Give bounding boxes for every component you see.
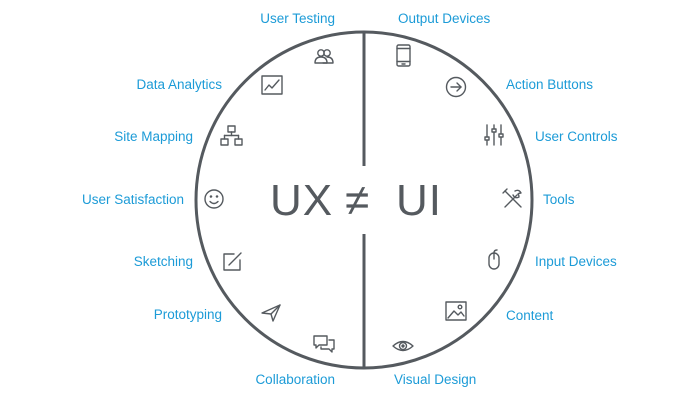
smiley-icon	[204, 189, 224, 209]
sliders-icon	[484, 124, 504, 146]
tools-icon	[502, 188, 522, 208]
label-tools: Tools	[543, 192, 575, 207]
ui-title: UI	[396, 176, 442, 225]
label-visual-design: Visual Design	[394, 372, 477, 387]
label-action-buttons: Action Buttons	[506, 77, 594, 92]
paper-plane-icon	[261, 304, 281, 322]
label-data-analytics: Data Analytics	[136, 77, 222, 92]
not-equal-sign: ≠	[345, 176, 371, 225]
label-prototyping: Prototyping	[153, 307, 222, 322]
label-content: Content	[506, 308, 554, 323]
chart-icon	[261, 75, 283, 95]
ux-title: UX	[270, 176, 334, 225]
label-input-devices: Input Devices	[535, 254, 617, 269]
chat-bubbles-icon	[313, 335, 335, 353]
arrow-circle-icon	[445, 76, 467, 98]
mouse-icon	[488, 249, 500, 270]
phone-icon	[396, 44, 411, 67]
label-user-controls: User Controls	[535, 129, 618, 144]
label-collaboration: Collaboration	[255, 372, 335, 387]
eye-icon	[392, 340, 414, 352]
sitemap-icon	[220, 125, 243, 146]
label-site-mapping: Site Mapping	[114, 129, 193, 144]
label-output-devices: Output Devices	[398, 11, 491, 26]
label-sketching: Sketching	[133, 254, 193, 269]
label-user-satisfaction: User Satisfaction	[81, 192, 184, 207]
label-user-testing: User Testing	[260, 11, 335, 26]
image-icon	[445, 301, 467, 321]
sketch-icon	[223, 252, 242, 271]
users-icon	[314, 49, 334, 64]
